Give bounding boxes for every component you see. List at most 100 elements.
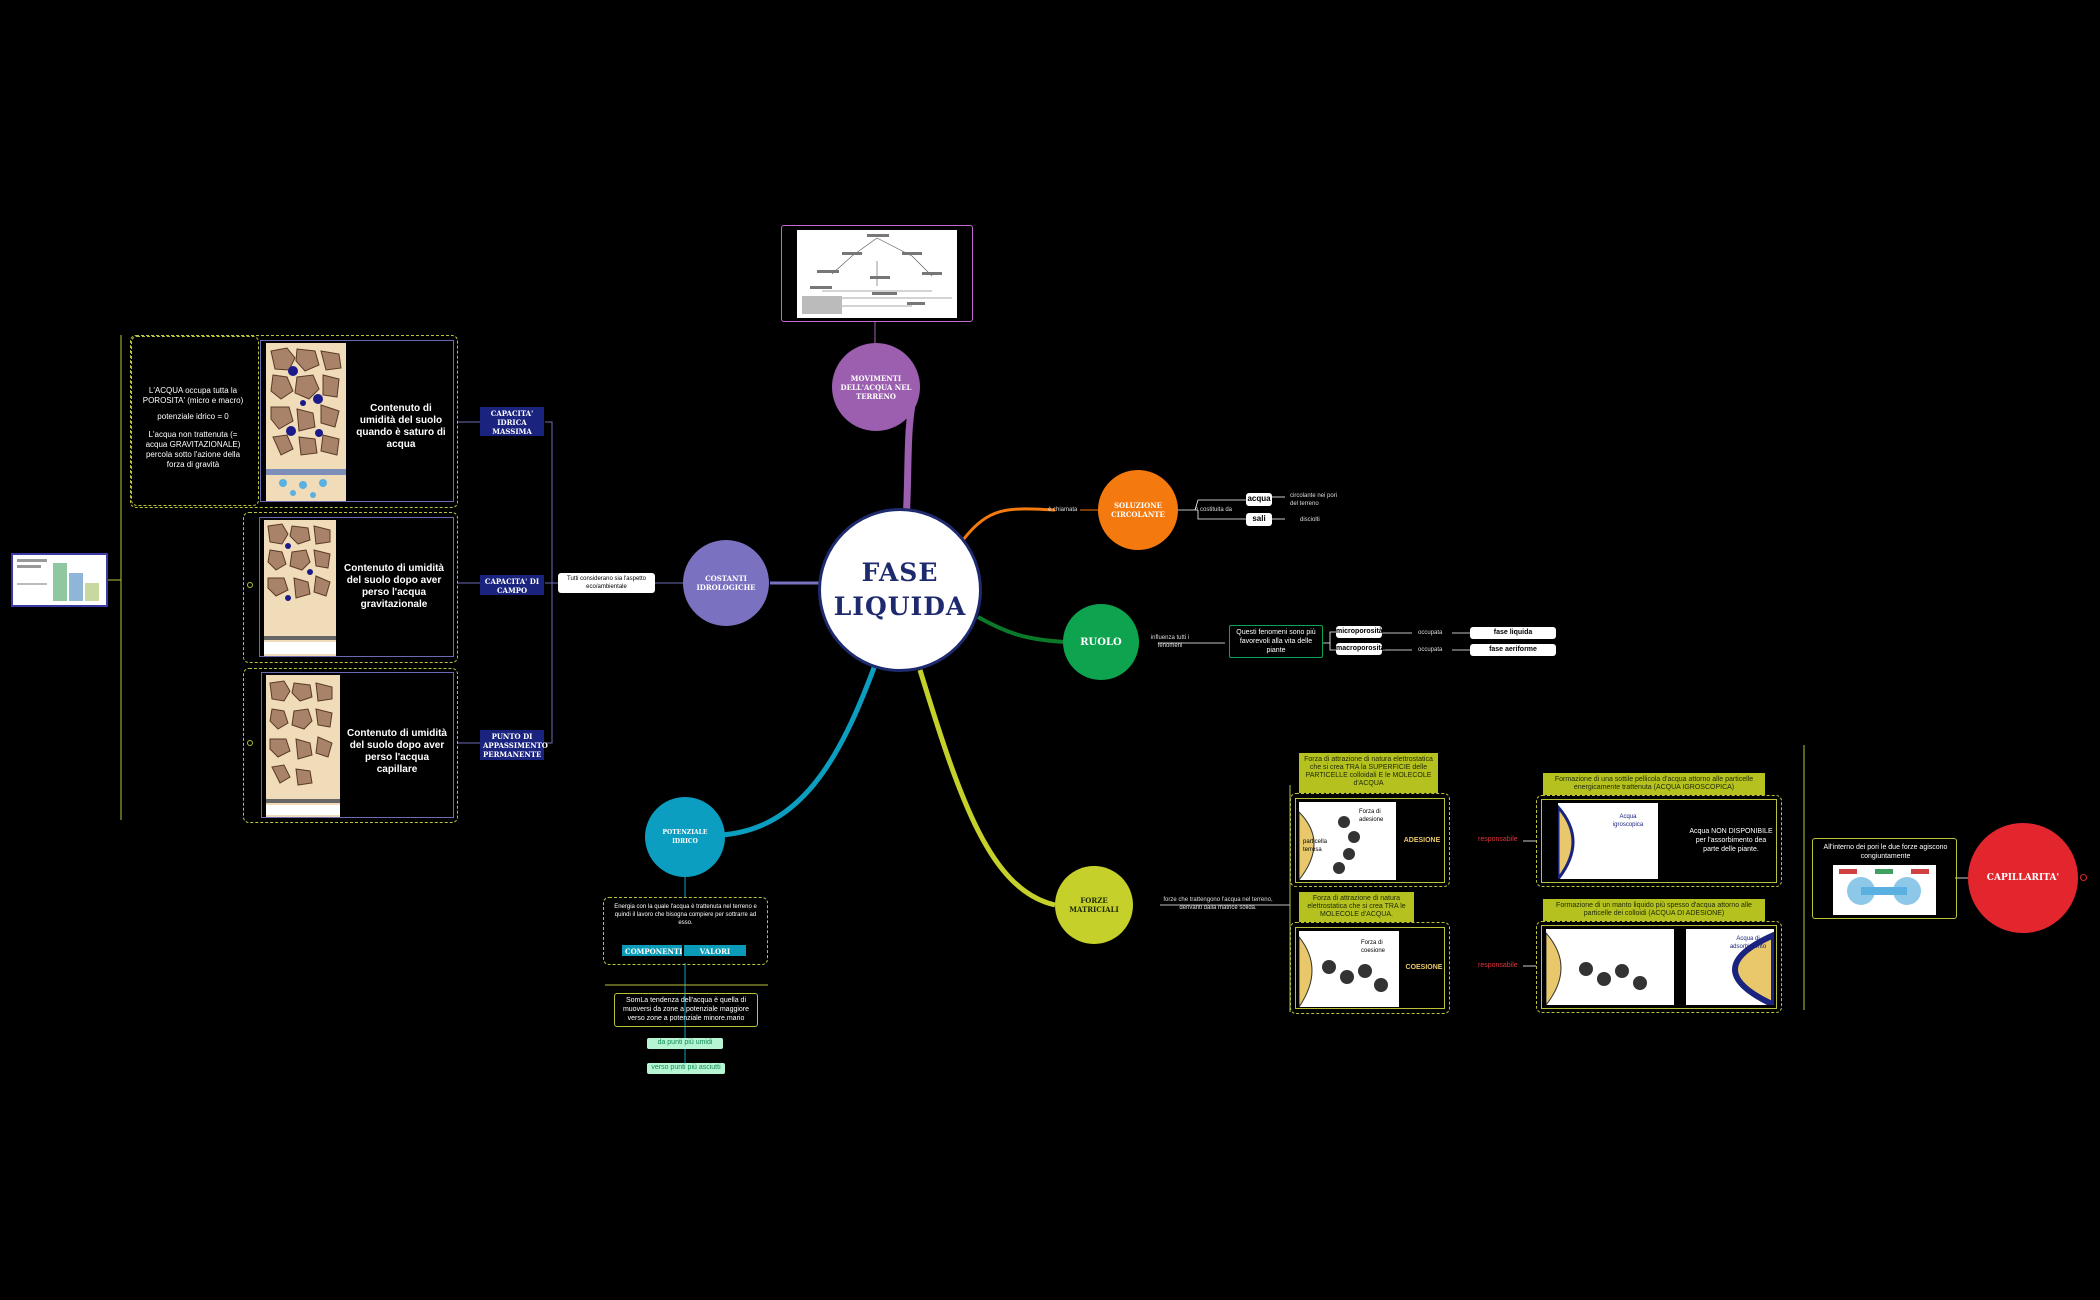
central-title-line1: FASE: [861, 558, 939, 587]
central-title-line2: LIQUIDA: [833, 592, 967, 621]
water-cycle-diagram: [797, 230, 957, 318]
note-porosita: L'ACQUA occupa tutta la POROSITA' (micro…: [142, 386, 244, 405]
adesione-acqua-def: Formazione di un manto liquido più spess…: [1543, 899, 1765, 921]
valori-tag[interactable]: VALORI: [684, 945, 746, 956]
influenza-label: influenza tutti i fenomeni: [1150, 635, 1190, 649]
cap-idrica-group: [130, 335, 458, 508]
capacita-idrica-tag[interactable]: CAPACITA' IDRICA MASSIMA: [480, 407, 544, 436]
movimenti-image: [781, 225, 973, 322]
tendenza-text: SomLa tendenza dell'acqua è quella di mu…: [622, 997, 750, 1022]
field-capacity-soil-image: [264, 520, 336, 656]
costanti-topic[interactable]: COSTANTI IDROLOGICHE: [683, 540, 769, 626]
acqua-pill[interactable]: acqua: [1246, 493, 1272, 506]
note-gravitazionale: L'acqua non trattenuta (= acqua GRAVITAZ…: [145, 430, 241, 469]
cap-campo-group: [243, 512, 458, 663]
forza-coesione-label: Forza di coesione: [1361, 940, 1386, 954]
water-potential-chart-image: [17, 559, 99, 601]
potenziale-label: POTENZIALE IDRICO: [662, 829, 708, 845]
cohesion-water-diagram: [1545, 931, 1647, 1007]
ruolo-label: RUOLO: [1080, 636, 1122, 648]
capillarita-box[interactable]: All'interno dei pori le due forze agisco…: [1812, 838, 1957, 919]
coesione-image: Forza di coesione: [1298, 931, 1399, 1009]
adsorption-water-diagram: [1732, 930, 1777, 1010]
capillarita-topic[interactable]: CAPILLARITA': [1968, 823, 2078, 933]
ruolo-box[interactable]: Questi fenomeni sono più favorevoli alla…: [1229, 625, 1323, 658]
cap-campo-box[interactable]: Contenuto di umidità del suolo dopo aver…: [259, 517, 454, 657]
coesione-box[interactable]: Forza di coesione COESIONE: [1295, 927, 1445, 1009]
adesione-acqua-box[interactable]: Acqua di adsorbimento: [1541, 925, 1777, 1010]
appassimento-tag[interactable]: PUNTO DI APPASSIMENTO PERMANENTE: [480, 730, 548, 760]
fase-liquida-pill[interactable]: fase liquida: [1470, 627, 1556, 639]
particella-label: particella terrosa: [1303, 839, 1328, 853]
igroscopica-def: Formazione di una sottile pellicola d'ac…: [1543, 773, 1765, 795]
appassimento-box[interactable]: Contenuto di umidità del suolo dopo aver…: [261, 672, 454, 818]
potenziale-desc: Energia con la quale l'acqua è trattenut…: [614, 904, 757, 926]
cap-idrica-notes-frame: [131, 336, 259, 506]
forze-desc: forze che trattengono l'acqua nel terren…: [1163, 897, 1273, 911]
acqua-ades-label: Acqua di adsorbimento: [1729, 936, 1767, 950]
chiamata-label: è chiamata: [1048, 507, 1078, 513]
costanti-label: COSTANTI IDROLOGICHE: [696, 574, 756, 592]
cap-campo-toggle[interactable]: [247, 582, 253, 588]
coesione-def: Forza di attrazione di natura elettrosta…: [1299, 892, 1414, 922]
verso-pill[interactable]: verso punti più asciutti: [647, 1063, 725, 1074]
capillarity-diagram: [1839, 869, 1929, 905]
igroscopica-group: [1536, 795, 1782, 887]
igroscopica-image: Acqua igroscopica: [1556, 803, 1658, 884]
forze-label: FORZE MATRICIALI: [1069, 896, 1119, 914]
ruolo-topic[interactable]: RUOLO: [1063, 604, 1139, 680]
forze-topic[interactable]: FORZE MATRICIALI: [1055, 866, 1133, 944]
adesione-box[interactable]: Forza di adesione particella terrosa ADE…: [1295, 798, 1445, 883]
non-disponibile-text: Acqua NON DISPONIBILE per l'assorbimento…: [1689, 828, 1773, 853]
adesione-label: ADESIONE: [1403, 837, 1441, 844]
micro-pill[interactable]: microporosità: [1336, 626, 1383, 638]
appassimento-text: Contenuto di umidità del suolo dopo aver…: [347, 728, 447, 775]
sali-pill[interactable]: sali: [1246, 513, 1272, 526]
responsabile-label-1: responsabile: [1478, 836, 1518, 843]
adesione-image: Forza di adesione particella terrosa: [1298, 802, 1396, 882]
adesione-acqua-image-2: Acqua di adsorbimento: [1686, 929, 1777, 1010]
occupata-label-2: occupata: [1418, 647, 1443, 653]
costituita-label: è costituita da: [1195, 507, 1233, 513]
capacita-campo-tag[interactable]: CAPACITA' DI CAMPO: [480, 575, 544, 595]
capillarita-toggle[interactable]: [2080, 874, 2087, 881]
movimenti-label: MOVIMENTI DELL'ACQUA NEL TERRENO: [840, 373, 912, 401]
adesione-acqua-image-1: [1545, 929, 1674, 1007]
capillarita-desc: All'interno dei pori le due forze agisco…: [1823, 844, 1948, 860]
tendenza-box[interactable]: SomLa tendenza dell'acqua è quella di mu…: [614, 993, 758, 1027]
costanti-note: Tutti considerano sia l'aspetto eco/ambi…: [558, 573, 655, 593]
central-topic[interactable]: FASE LIQUIDA: [818, 508, 982, 672]
cap-campo-text: Contenuto di umidità del suolo dopo aver…: [344, 563, 444, 610]
wilting-point-soil-image: [266, 675, 340, 817]
componenti-tag[interactable]: COMPONENTI: [622, 945, 682, 956]
acqua-note: circolante nei pori del terreno: [1290, 493, 1338, 507]
appassimento-toggle[interactable]: [247, 740, 253, 746]
forza-adesione-label: Forza di adesione: [1359, 809, 1384, 823]
adesione-def: Forza di attrazione di natura elettrosta…: [1299, 753, 1438, 793]
capillarita-label: CAPILLARITA': [1986, 873, 2060, 883]
fase-aeriforme-pill[interactable]: fase aeriforme: [1470, 644, 1556, 656]
left-thumbnail[interactable]: [11, 553, 108, 607]
igroscopica-box[interactable]: Acqua igroscopica Acqua NON DISPONIBILE …: [1541, 799, 1777, 884]
coesione-label: COESIONE: [1405, 964, 1443, 971]
adhesion-diagram: [1298, 810, 1360, 882]
ruolo-box-text: Questi fenomeni sono più favorevoli alla…: [1236, 629, 1316, 654]
appassimento-group: [243, 668, 458, 823]
saturated-soil-image: [266, 343, 346, 501]
da-pill[interactable]: da punti più umidi: [647, 1038, 723, 1049]
responsabile-label-2: responsabile: [1478, 962, 1518, 969]
adesione-acqua-group: [1536, 921, 1782, 1013]
occupata-label-1: occupata: [1418, 630, 1443, 636]
soluzione-topic[interactable]: SOLUZIONE CIRCOLANTE: [1098, 470, 1178, 550]
movimenti-topic[interactable]: MOVIMENTI DELL'ACQUA NEL TERRENO: [832, 343, 920, 431]
sali-note: disciolti: [1300, 517, 1320, 523]
note-potenziale: potenziale idrico = 0: [157, 412, 229, 421]
coesione-group: [1290, 922, 1450, 1014]
macro-pill[interactable]: macroporosità: [1336, 643, 1385, 655]
acqua-igro-label: Acqua igroscopica: [1612, 814, 1644, 828]
potenziale-topic[interactable]: POTENZIALE IDRICO: [645, 797, 725, 877]
hygroscopic-diagram: [1556, 803, 1575, 884]
adesione-group: [1290, 793, 1450, 887]
cap-idrica-text: Contenuto di umidità del suolo quando è …: [356, 403, 446, 450]
cap-idrica-box[interactable]: Contenuto di umidità del suolo quando è …: [260, 340, 454, 502]
